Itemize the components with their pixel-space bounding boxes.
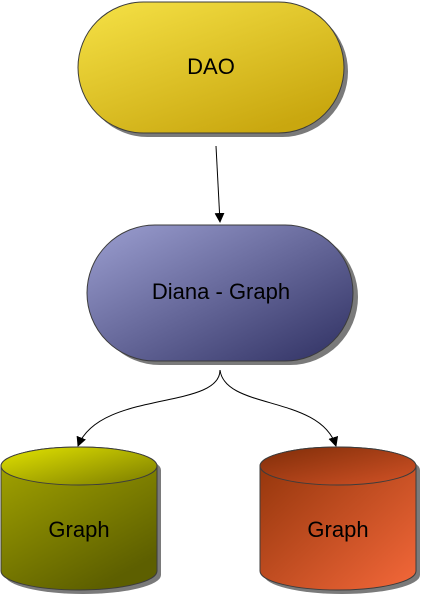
node-graph-left-label: Graph [48, 517, 109, 542]
node-graph-right: Graph [259, 446, 420, 594]
node-dao-shape [77, 1, 345, 134]
node-graph-right-label: Graph [307, 517, 368, 542]
edges [76, 145, 339, 447]
node-graph-left: Graph [0, 446, 161, 594]
node-diana-graph-shape [86, 224, 354, 362]
node-graph-right-top [259, 446, 417, 486]
edge-diana-to-graph-right [219, 369, 339, 447]
node-diana-graph-label: Diana - Graph [152, 279, 290, 304]
node-diana-graph: Diana - Graph [86, 224, 358, 365]
edge-dao-to-diana [214, 145, 225, 223]
node-dao: DAO [77, 1, 348, 137]
edge-diana-to-graph-left [76, 369, 221, 447]
node-graph-left-top [0, 446, 158, 486]
node-dao-label: DAO [187, 54, 235, 79]
